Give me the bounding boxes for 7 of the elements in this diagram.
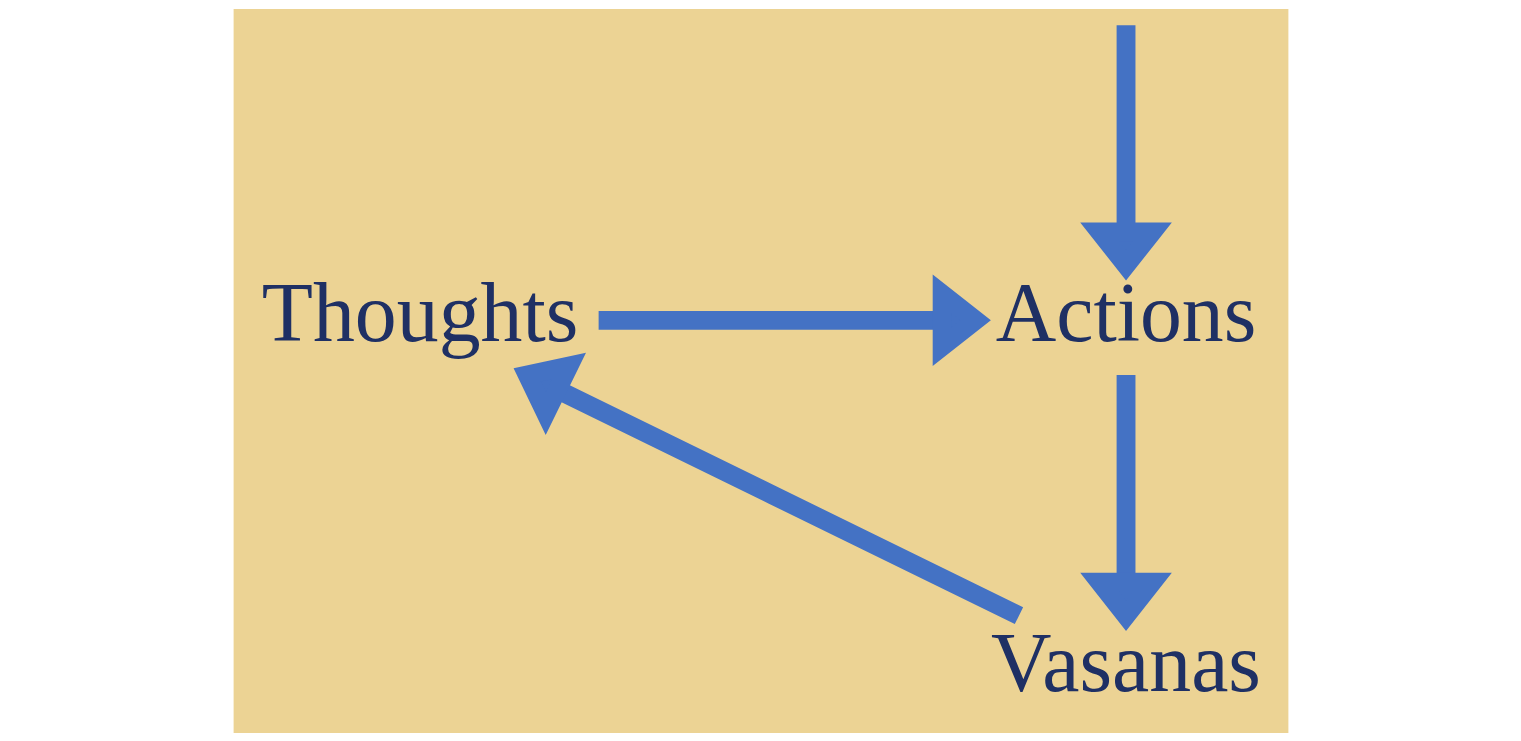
- arrow: [1079, 374, 1172, 631]
- node-text: Actions: [995, 265, 1256, 359]
- node-text: Thoughts: [261, 265, 578, 359]
- node-text: Vasanas: [990, 615, 1261, 709]
- arrow: [598, 274, 991, 366]
- arrow: [513, 352, 1023, 624]
- arrow: [1079, 24, 1172, 281]
